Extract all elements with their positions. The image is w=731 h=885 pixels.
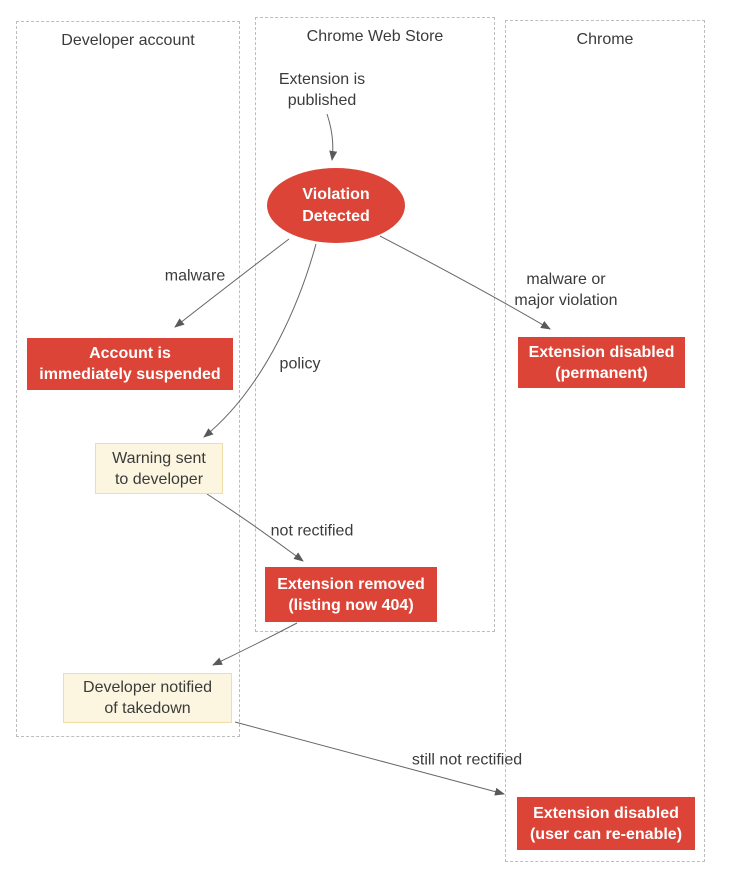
edge-notified-to-disabled-reenable — [234, 721, 505, 796]
edge-warning-to-extension-removed — [206, 493, 304, 562]
lane-chrome-web-store: Chrome Web Store — [255, 17, 495, 632]
edge-label-not-rectified: not rectified — [270, 522, 354, 540]
lane-title-chrome: Chrome — [576, 31, 634, 48]
node-extension-disabled-permanent: Extension disabled (permanent) — [518, 337, 685, 388]
lane-title-chrome-web-store: Chrome Web Store — [306, 28, 444, 45]
node-extension-removed: Extension removed (listing now 404) — [265, 567, 437, 622]
lane-chrome: Chrome — [505, 20, 705, 862]
edge-removed-to-developer-notified — [212, 622, 298, 666]
edge-published-to-violation — [326, 113, 338, 161]
node-extension-disabled-reenable: Extension disabled (user can re-enable) — [517, 797, 695, 850]
edge-label-still-not-rectified: still not rectified — [411, 751, 523, 769]
edge-violation-to-disabled-permanent — [379, 235, 551, 330]
node-developer-notified: Developer notified of takedown — [63, 673, 232, 723]
node-warning-sent: Warning sent to developer — [95, 443, 223, 494]
edge-label-malware: malware — [164, 267, 226, 285]
lane-title-developer-account: Developer account — [61, 32, 195, 49]
edge-label-policy: policy — [279, 355, 321, 373]
edge-violation-to-warning-sent — [203, 243, 317, 438]
node-violation-detected: Violation Detected — [267, 168, 405, 243]
edge-label-malware-or-major-violation: malware or major violation — [514, 271, 618, 309]
lane-developer-account: Developer account — [16, 21, 240, 737]
edge-violation-to-account-suspended — [174, 238, 290, 328]
node-account-suspended: Account is immediately suspended — [27, 338, 233, 390]
node-extension-published: Extension is published — [278, 71, 366, 109]
